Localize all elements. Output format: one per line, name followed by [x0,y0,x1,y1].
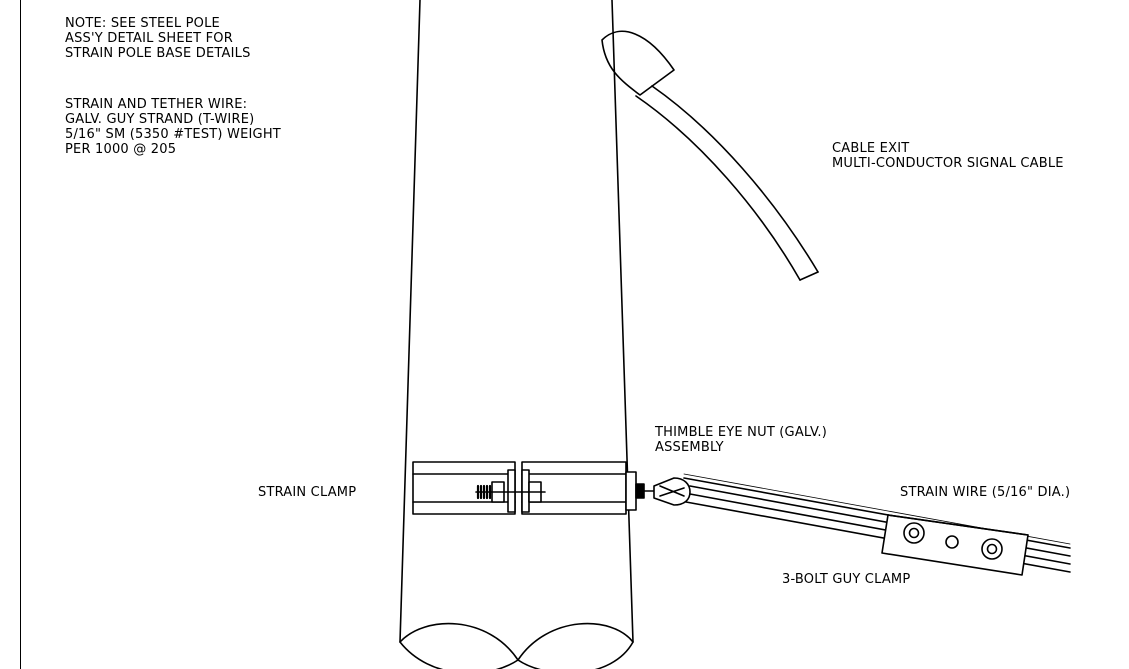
note-line-3: STRAIN POLE BASE DETAILS [65,46,251,61]
clamp-bolt-thread [476,484,492,500]
signal-cable-label: MULTI-CONDUCTOR SIGNAL CABLE [832,156,1064,171]
sheet-border-line [20,0,21,669]
clamp-ear-right [521,469,530,513]
note-line-1: NOTE: SEE STEEL POLE [65,16,220,31]
signal-cable-inner [635,95,801,281]
thimble-eye-nut [643,477,691,506]
wire-spec-line-4: PER 1000 @ 205 [65,142,177,157]
guy-clamp-bolt-2 [981,538,1003,560]
wire-spec-line-2: GALV. GUY STRAND (T-WIRE) [65,112,255,127]
strain-clamp-label: STRAIN CLAMP [258,485,357,500]
wire-spec-line-1: STRAIN AND TETHER WIRE: [65,97,248,112]
strain-clamp [412,461,645,515]
steel-pole [399,0,634,669]
three-bolt-guy-clamp [881,514,1029,576]
cable-exit-hood [601,30,675,96]
thimble-assembly-label: ASSEMBLY [655,440,724,455]
signal-cable-outer [651,85,819,273]
pole-break-symbol [399,622,634,669]
guy-clamp-bolt-1 [903,522,925,544]
thimble-label: THIMBLE EYE NUT (GALV.) [655,425,827,440]
pole-left-edge [399,0,421,643]
guy-clamp-hole [945,535,959,549]
pole-right-edge [611,0,634,643]
strain-wire-label: STRAIN WIRE (5/16" DIA.) [900,485,1071,500]
wire-spec-line-3: 5/16" SM (5350 #TEST) WEIGHT [65,127,281,142]
clamp-end-block [625,471,637,511]
note-line-2: ASS'Y DETAIL SHEET FOR [65,31,233,46]
signal-cable-end [799,271,819,281]
clamp-end-stud [635,483,645,499]
cable-exit-label: CABLE EXIT [832,141,910,156]
cable-exit [601,30,819,281]
clamp-ear-left [507,469,516,513]
guy-clamp-label: 3-BOLT GUY CLAMP [782,572,911,587]
